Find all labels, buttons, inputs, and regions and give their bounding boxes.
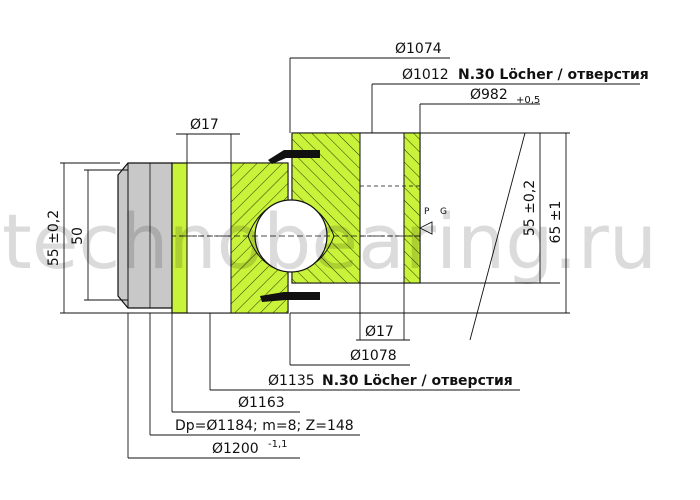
dim-d1012: Ø1012 bbox=[402, 67, 449, 83]
dim-left-50: 50 bbox=[70, 227, 86, 245]
pg-marker: P G bbox=[418, 207, 447, 235]
marker-g: G bbox=[440, 207, 447, 217]
dim-d1200-tol: -1,1 bbox=[268, 439, 288, 450]
dim-d1163: Ø1163 bbox=[238, 395, 285, 411]
dim-right-65: 65 ±1 bbox=[548, 201, 564, 244]
seal-top bbox=[268, 150, 320, 164]
dim-d17-bottom: Ø17 bbox=[365, 324, 394, 340]
dim-d1078: Ø1078 bbox=[350, 348, 397, 364]
dim-d17-top: Ø17 bbox=[190, 117, 219, 133]
dim-right-55: 55 ±0,2 bbox=[522, 180, 538, 236]
watermark-text: technobearing.ru bbox=[2, 197, 657, 286]
dim-d1012-note: N.30 Löcher / отверстия bbox=[458, 67, 649, 83]
dim-d1200: Ø1200 bbox=[212, 441, 259, 457]
dim-d1135: Ø1135 bbox=[268, 373, 315, 389]
gear-spec: Dp=Ø1184; m=8; Z=148 bbox=[175, 418, 354, 434]
marker-p: P bbox=[424, 207, 430, 217]
dim-left-55: 55 ±0,2 bbox=[46, 210, 62, 266]
dim-d982: Ø982 bbox=[470, 87, 508, 103]
seal-bottom bbox=[260, 292, 320, 302]
outer-ring-body bbox=[171, 162, 289, 314]
dim-d1135-note: N.30 Löcher / отверстия bbox=[322, 373, 513, 389]
dim-d1074: Ø1074 bbox=[395, 41, 442, 57]
dimension-lines bbox=[60, 57, 640, 459]
dim-d982-tol: +0,5 bbox=[516, 95, 540, 106]
